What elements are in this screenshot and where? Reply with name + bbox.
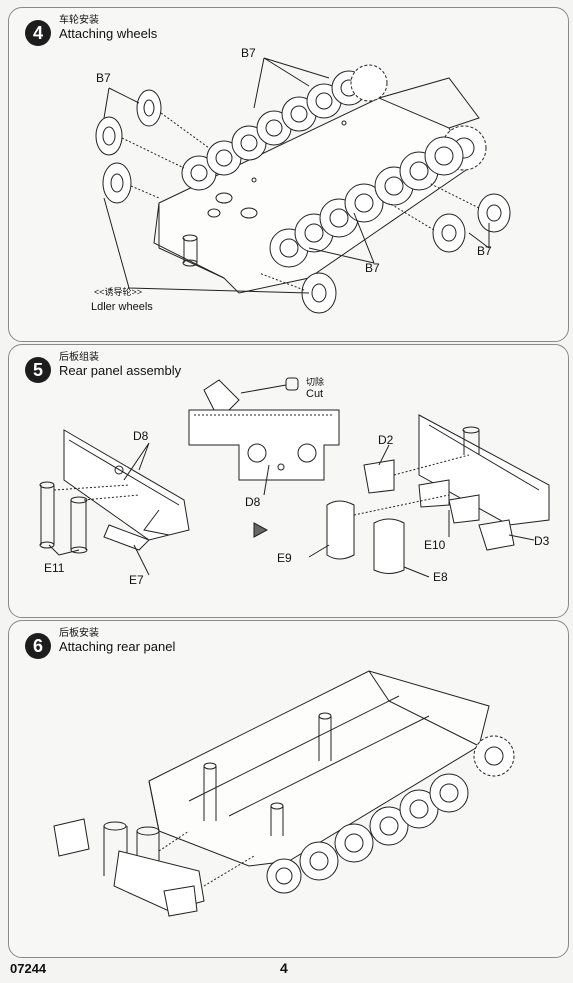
label-idler-en: Ldler wheels xyxy=(91,301,153,313)
step-5-title-en: Rear panel assembly xyxy=(59,362,182,378)
label-cut-en: Cut xyxy=(306,388,324,400)
step-4-number-badge: 4 xyxy=(25,20,51,46)
product-code: 07244 xyxy=(10,961,47,976)
step-4-title: 车轮安装 Attaching wheels xyxy=(59,15,157,41)
label-e9: E9 xyxy=(277,551,292,565)
step-6-rear-panel-attach-drawing xyxy=(53,670,515,917)
page-number: 4 xyxy=(280,960,288,976)
step-6-title: 后板安装 Attaching rear panel xyxy=(59,628,175,654)
step-5-number-badge: 5 xyxy=(25,357,51,383)
label-b7-top: B7 xyxy=(241,46,256,60)
step-4-wheel-assembly-drawing xyxy=(95,57,511,314)
label-d3: D3 xyxy=(534,534,550,548)
step-6-panel: 6 后板安装 Attaching rear panel xyxy=(8,620,569,958)
step-4-title-en: Attaching wheels xyxy=(59,25,158,41)
step-5-panel: 5 后板组装 Rear panel assembly xyxy=(8,344,569,618)
label-b7-bottom-right: B7 xyxy=(477,244,492,258)
step-5-title: 后板组装 Rear panel assembly xyxy=(59,352,181,378)
label-e8: E8 xyxy=(433,570,448,584)
label-b7-bottom-mid: B7 xyxy=(365,261,380,275)
step-4-title-cn: 车轮安装 xyxy=(59,15,99,26)
step-5-rear-panel-drawing xyxy=(39,377,550,578)
label-e10: E10 xyxy=(424,538,446,552)
label-e11: E11 xyxy=(44,561,65,575)
label-d2: D2 xyxy=(378,433,394,447)
label-b7-left: B7 xyxy=(96,71,111,85)
step-6-title-en: Attaching rear panel xyxy=(59,638,176,654)
step-5-title-cn: 后板组装 xyxy=(59,352,99,363)
label-e7: E7 xyxy=(129,573,144,587)
label-cut-cn: 切除 xyxy=(306,377,325,387)
step-4-panel: 4 车轮安装 Attaching wheels xyxy=(8,7,569,342)
label-idler-cn: <<诱导轮>> xyxy=(94,287,143,297)
label-d8-bottom: D8 xyxy=(245,495,261,509)
step-6-number-badge: 6 xyxy=(25,633,51,659)
step-6-title-cn: 后板安装 xyxy=(59,628,99,639)
label-d8-top: D8 xyxy=(133,429,149,443)
